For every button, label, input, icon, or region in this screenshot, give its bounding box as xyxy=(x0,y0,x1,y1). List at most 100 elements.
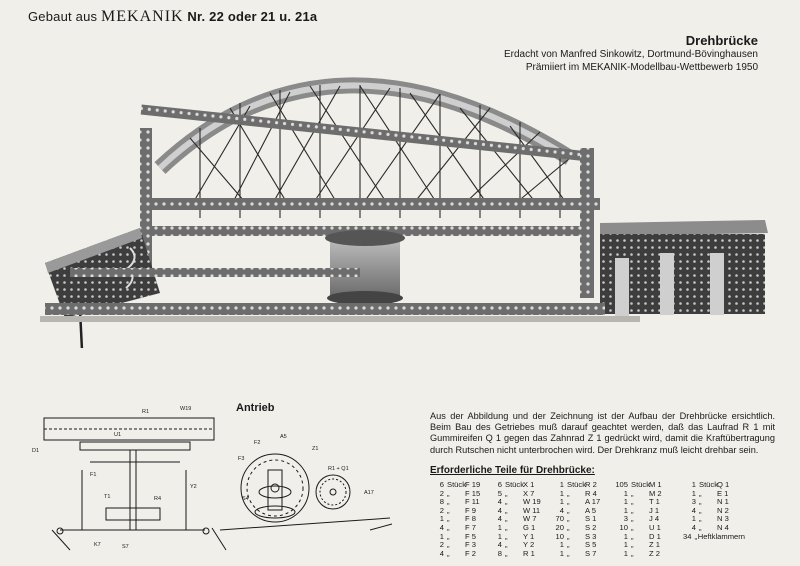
part-quantity: 1 xyxy=(623,548,628,558)
parts-row: 2„F 9 xyxy=(431,505,489,516)
parts-row: 4„N 2 xyxy=(683,505,745,516)
part-code: M 2 xyxy=(649,488,662,498)
part-unit: „ xyxy=(631,522,634,532)
part-quantity: 1 xyxy=(623,488,628,498)
part-code: N 3 xyxy=(717,514,729,524)
part-unit: „ xyxy=(447,548,450,558)
part-unit: „ xyxy=(447,514,450,524)
label-z1: Z1 xyxy=(312,446,318,452)
part-code: U 1 xyxy=(649,522,661,532)
parts-row: 1„Z 1 xyxy=(615,541,683,550)
part-quantity: 1 xyxy=(497,522,502,532)
part-quantity: 3 xyxy=(623,514,628,524)
label-f3: F3 xyxy=(238,456,244,462)
part-code: Z 2 xyxy=(649,548,660,558)
part-quantity: 4 xyxy=(497,540,502,550)
part-quantity: 4 xyxy=(497,514,502,524)
part-unit: „ xyxy=(447,531,450,541)
part-code: Y 1 xyxy=(523,531,535,541)
parts-row: 8„F 11 xyxy=(431,498,489,507)
part-code: S 1 xyxy=(585,514,597,524)
part-quantity: 1 xyxy=(623,531,628,541)
parts-row: 1„Y 1 xyxy=(489,531,551,542)
parts-row: 4„N 4 xyxy=(683,523,745,533)
part-quantity: 4 xyxy=(439,522,444,532)
part-unit: „ xyxy=(447,497,450,507)
part-unit: „ xyxy=(631,488,634,498)
parts-row: 1„F 5 xyxy=(431,531,489,542)
award-line: Prämiiert im MEKANIK-Modellbau-Wettbewer… xyxy=(525,62,758,73)
bridge-photo xyxy=(40,77,768,348)
part-unit: Stück xyxy=(567,480,586,489)
part-quantity: 1 xyxy=(691,514,696,524)
part-quantity: 1 xyxy=(439,514,444,524)
part-unit: „ xyxy=(694,531,697,541)
part-unit: „ xyxy=(567,505,570,515)
part-quantity: 4 xyxy=(497,505,502,515)
part-quantity: 6 xyxy=(439,480,444,489)
part-unit: „ xyxy=(699,505,702,515)
parts-row: 1„R 4 xyxy=(551,488,615,499)
part-quantity: 5 xyxy=(497,488,502,498)
label-k7: K7 xyxy=(94,542,101,548)
model-title: Drehbrücke xyxy=(685,33,758,48)
part-unit: „ xyxy=(699,514,702,524)
parts-row: 1„A 17 xyxy=(551,498,615,507)
part-code: N 1 xyxy=(717,497,729,507)
part-code: W 19 xyxy=(523,497,541,507)
part-unit: „ xyxy=(505,531,508,541)
part-code: X 7 xyxy=(523,488,535,498)
part-code: M 1 xyxy=(649,480,662,489)
label-r1-q1: R1 + Q1 xyxy=(328,466,349,472)
part-unit: „ xyxy=(505,488,508,498)
part-code: R 1 xyxy=(523,548,535,558)
part-code: Y 2 xyxy=(523,540,535,550)
part-code: F 9 xyxy=(465,505,476,515)
part-unit: „ xyxy=(447,505,450,515)
part-unit: „ xyxy=(567,514,570,524)
label-s4: S4 xyxy=(242,496,249,502)
part-unit: „ xyxy=(447,522,450,532)
part-unit: Stück xyxy=(699,480,718,489)
part-quantity: 4 xyxy=(559,505,564,515)
part-code: R 2 xyxy=(585,480,597,489)
part-quantity: 1 xyxy=(623,505,628,515)
part-code: F 5 xyxy=(465,531,476,541)
part-code: S 5 xyxy=(585,540,597,550)
part-unit: „ xyxy=(505,548,508,558)
parts-row: 1„G 1 xyxy=(489,522,551,533)
description-text: Aus der Abbildung und der Zeichnung ist … xyxy=(430,411,775,455)
designer-line: Erdacht von Manfred Sinkowitz, Dortmund-… xyxy=(503,49,758,60)
part-quantity: 34 xyxy=(683,531,692,541)
part-unit: „ xyxy=(505,514,508,524)
part-unit: „ xyxy=(631,548,634,558)
label-d1: D1 xyxy=(32,448,39,454)
parts-row: 4„ F 7 xyxy=(431,522,489,533)
part-unit: „ xyxy=(631,505,634,515)
part-code: W 11 xyxy=(523,505,541,515)
part-code: F 3 xyxy=(465,540,476,550)
part-quantity: 1 xyxy=(559,480,564,489)
part-code: S 3 xyxy=(585,531,597,541)
part-quantity: 1 xyxy=(691,488,696,498)
part-unit: Stück xyxy=(631,480,650,489)
part-quantity: 1 xyxy=(559,488,564,498)
part-code: Heftklammern xyxy=(697,531,745,541)
part-code: F 7 xyxy=(465,522,476,532)
part-unit: „ xyxy=(505,505,508,515)
part-quantity: 3 xyxy=(691,497,696,507)
header: Gebaut aus MEKANIK Nr. 22 oder 21 u. 21a xyxy=(28,8,317,26)
part-code: R 4 xyxy=(585,488,597,498)
parts-row: 1„S 7 xyxy=(551,549,615,559)
part-code: F 15 xyxy=(465,488,481,498)
parts-row: 2„F 3 xyxy=(431,541,489,550)
part-unit: „ xyxy=(631,540,634,550)
parts-row: 1„E 1 xyxy=(683,488,745,499)
part-quantity: 20 xyxy=(555,522,564,532)
